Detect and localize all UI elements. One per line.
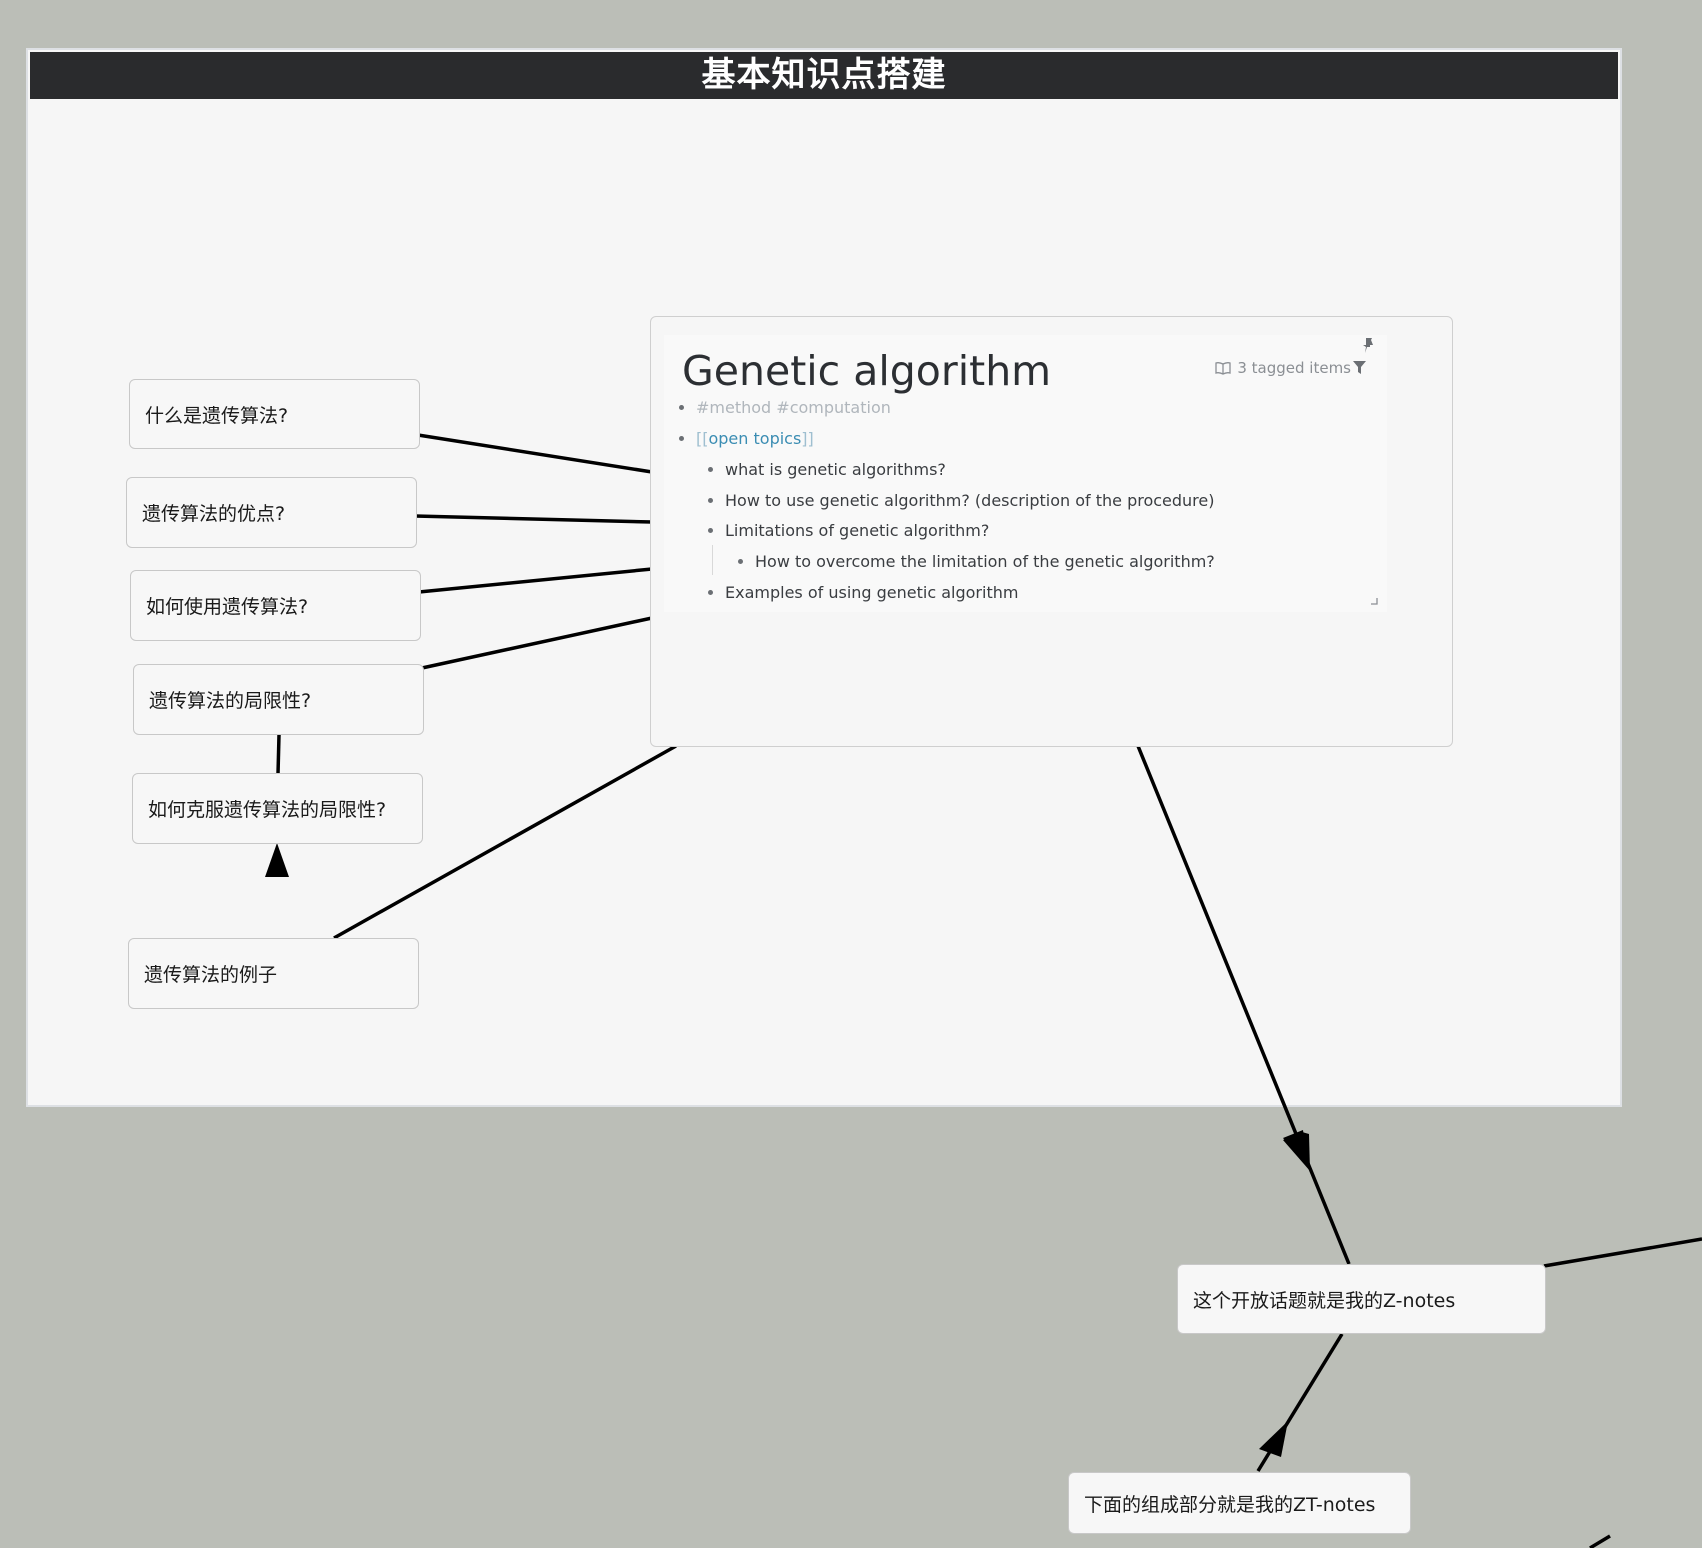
edge-card-znotes[interactable] xyxy=(1136,745,1351,1265)
bullet-dot xyxy=(679,436,684,441)
list-item-text[interactable]: what is genetic algorithms? xyxy=(725,460,946,479)
bullet-dot xyxy=(679,405,684,410)
indent-guide xyxy=(712,545,713,575)
note-card-genetic-algorithm[interactable]: Genetic algorithm 3 tagged items #method… xyxy=(650,316,1453,747)
bullet-dot xyxy=(738,559,743,564)
node-advantages[interactable]: 遗传算法的优点? xyxy=(126,477,417,548)
resize-handle-icon[interactable] xyxy=(1369,596,1379,606)
node-label: 如何克服遗传算法的局限性? xyxy=(148,799,387,821)
node-label: 下面的组成部分就是我的ZT-notes xyxy=(1084,1493,1376,1516)
edge-limitations-overcome[interactable] xyxy=(276,734,281,775)
node-what-is[interactable]: 什么是遗传算法? xyxy=(129,379,420,449)
group-title[interactable]: 基本知识点搭建 xyxy=(30,52,1618,99)
node-limitations[interactable]: 遗传算法的局限性? xyxy=(133,664,424,735)
node-label: 如何使用遗传算法? xyxy=(146,596,309,618)
tags-text[interactable]: #method #computation xyxy=(696,398,891,417)
link-close-bracket: ]] xyxy=(801,429,814,448)
edge-what-is[interactable] xyxy=(417,433,653,474)
edge-examples[interactable] xyxy=(333,744,677,940)
edge-znotes-right[interactable] xyxy=(1543,1237,1702,1268)
open-topics-link[interactable]: open topics xyxy=(708,429,802,448)
list-item-text[interactable]: How to use genetic algorithm? (descripti… xyxy=(725,491,1215,510)
list-item-text[interactable]: Examples of using genetic algorithm xyxy=(725,583,1019,602)
list-item-text[interactable]: Limitations of genetic algorithm? xyxy=(725,521,990,540)
list-item-text[interactable]: How to overcome the limitation of the ge… xyxy=(755,552,1215,571)
tags-line: #method #computation xyxy=(679,398,891,417)
open-topics-line: [[ open topics ]] xyxy=(679,429,814,448)
arrowhead-up-bottom xyxy=(1259,1421,1288,1457)
node-label: 遗传算法的例子 xyxy=(144,964,278,986)
tagged-items-indicator[interactable]: 3 tagged items xyxy=(1215,359,1366,377)
bullet-dot xyxy=(708,498,713,503)
list-item: Limitations of genetic algorithm? xyxy=(708,521,989,540)
bullet-dot xyxy=(708,467,713,472)
pin-icon[interactable] xyxy=(1361,337,1377,355)
node-zt-notes[interactable]: 下面的组成部分就是我的ZT-notes xyxy=(1068,1472,1411,1534)
node-label: 这个开放话题就是我的Z-notes xyxy=(1193,1289,1456,1312)
note-title: Genetic algorithm xyxy=(682,347,1052,395)
edge-advantages[interactable] xyxy=(414,514,653,524)
list-item-nested: How to overcome the limitation of the ge… xyxy=(738,552,1215,571)
node-how-to-use[interactable]: 如何使用遗传算法? xyxy=(130,570,421,641)
node-label: 遗传算法的局限性? xyxy=(149,690,312,712)
node-label: 遗传算法的优点? xyxy=(142,503,286,525)
note-card-content[interactable]: Genetic algorithm 3 tagged items #method… xyxy=(664,335,1387,612)
book-icon xyxy=(1215,362,1231,375)
node-z-notes[interactable]: 这个开放话题就是我的Z-notes xyxy=(1177,1264,1546,1334)
list-item: Examples of using genetic algorithm xyxy=(708,583,1018,602)
arrowhead-down-2 xyxy=(1283,1130,1308,1167)
node-overcome[interactable]: 如何克服遗传算法的局限性? xyxy=(132,773,423,844)
bullet-dot xyxy=(708,590,713,595)
link-open-bracket: [[ xyxy=(696,429,709,448)
arrowhead-up-left xyxy=(265,843,289,877)
edge-limitations[interactable] xyxy=(421,616,653,670)
edge-ztnotes-bottom[interactable] xyxy=(1589,1534,1611,1548)
edge-how-to-use[interactable] xyxy=(418,567,653,594)
tagged-items-count: 3 tagged items xyxy=(1237,359,1351,377)
filter-icon[interactable] xyxy=(1353,361,1366,375)
list-item: what is genetic algorithms? xyxy=(708,460,946,479)
node-label: 什么是遗传算法? xyxy=(145,404,289,427)
list-item: How to use genetic algorithm? (descripti… xyxy=(708,491,1215,510)
bullet-dot xyxy=(708,528,713,533)
node-examples[interactable]: 遗传算法的例子 xyxy=(128,938,419,1009)
